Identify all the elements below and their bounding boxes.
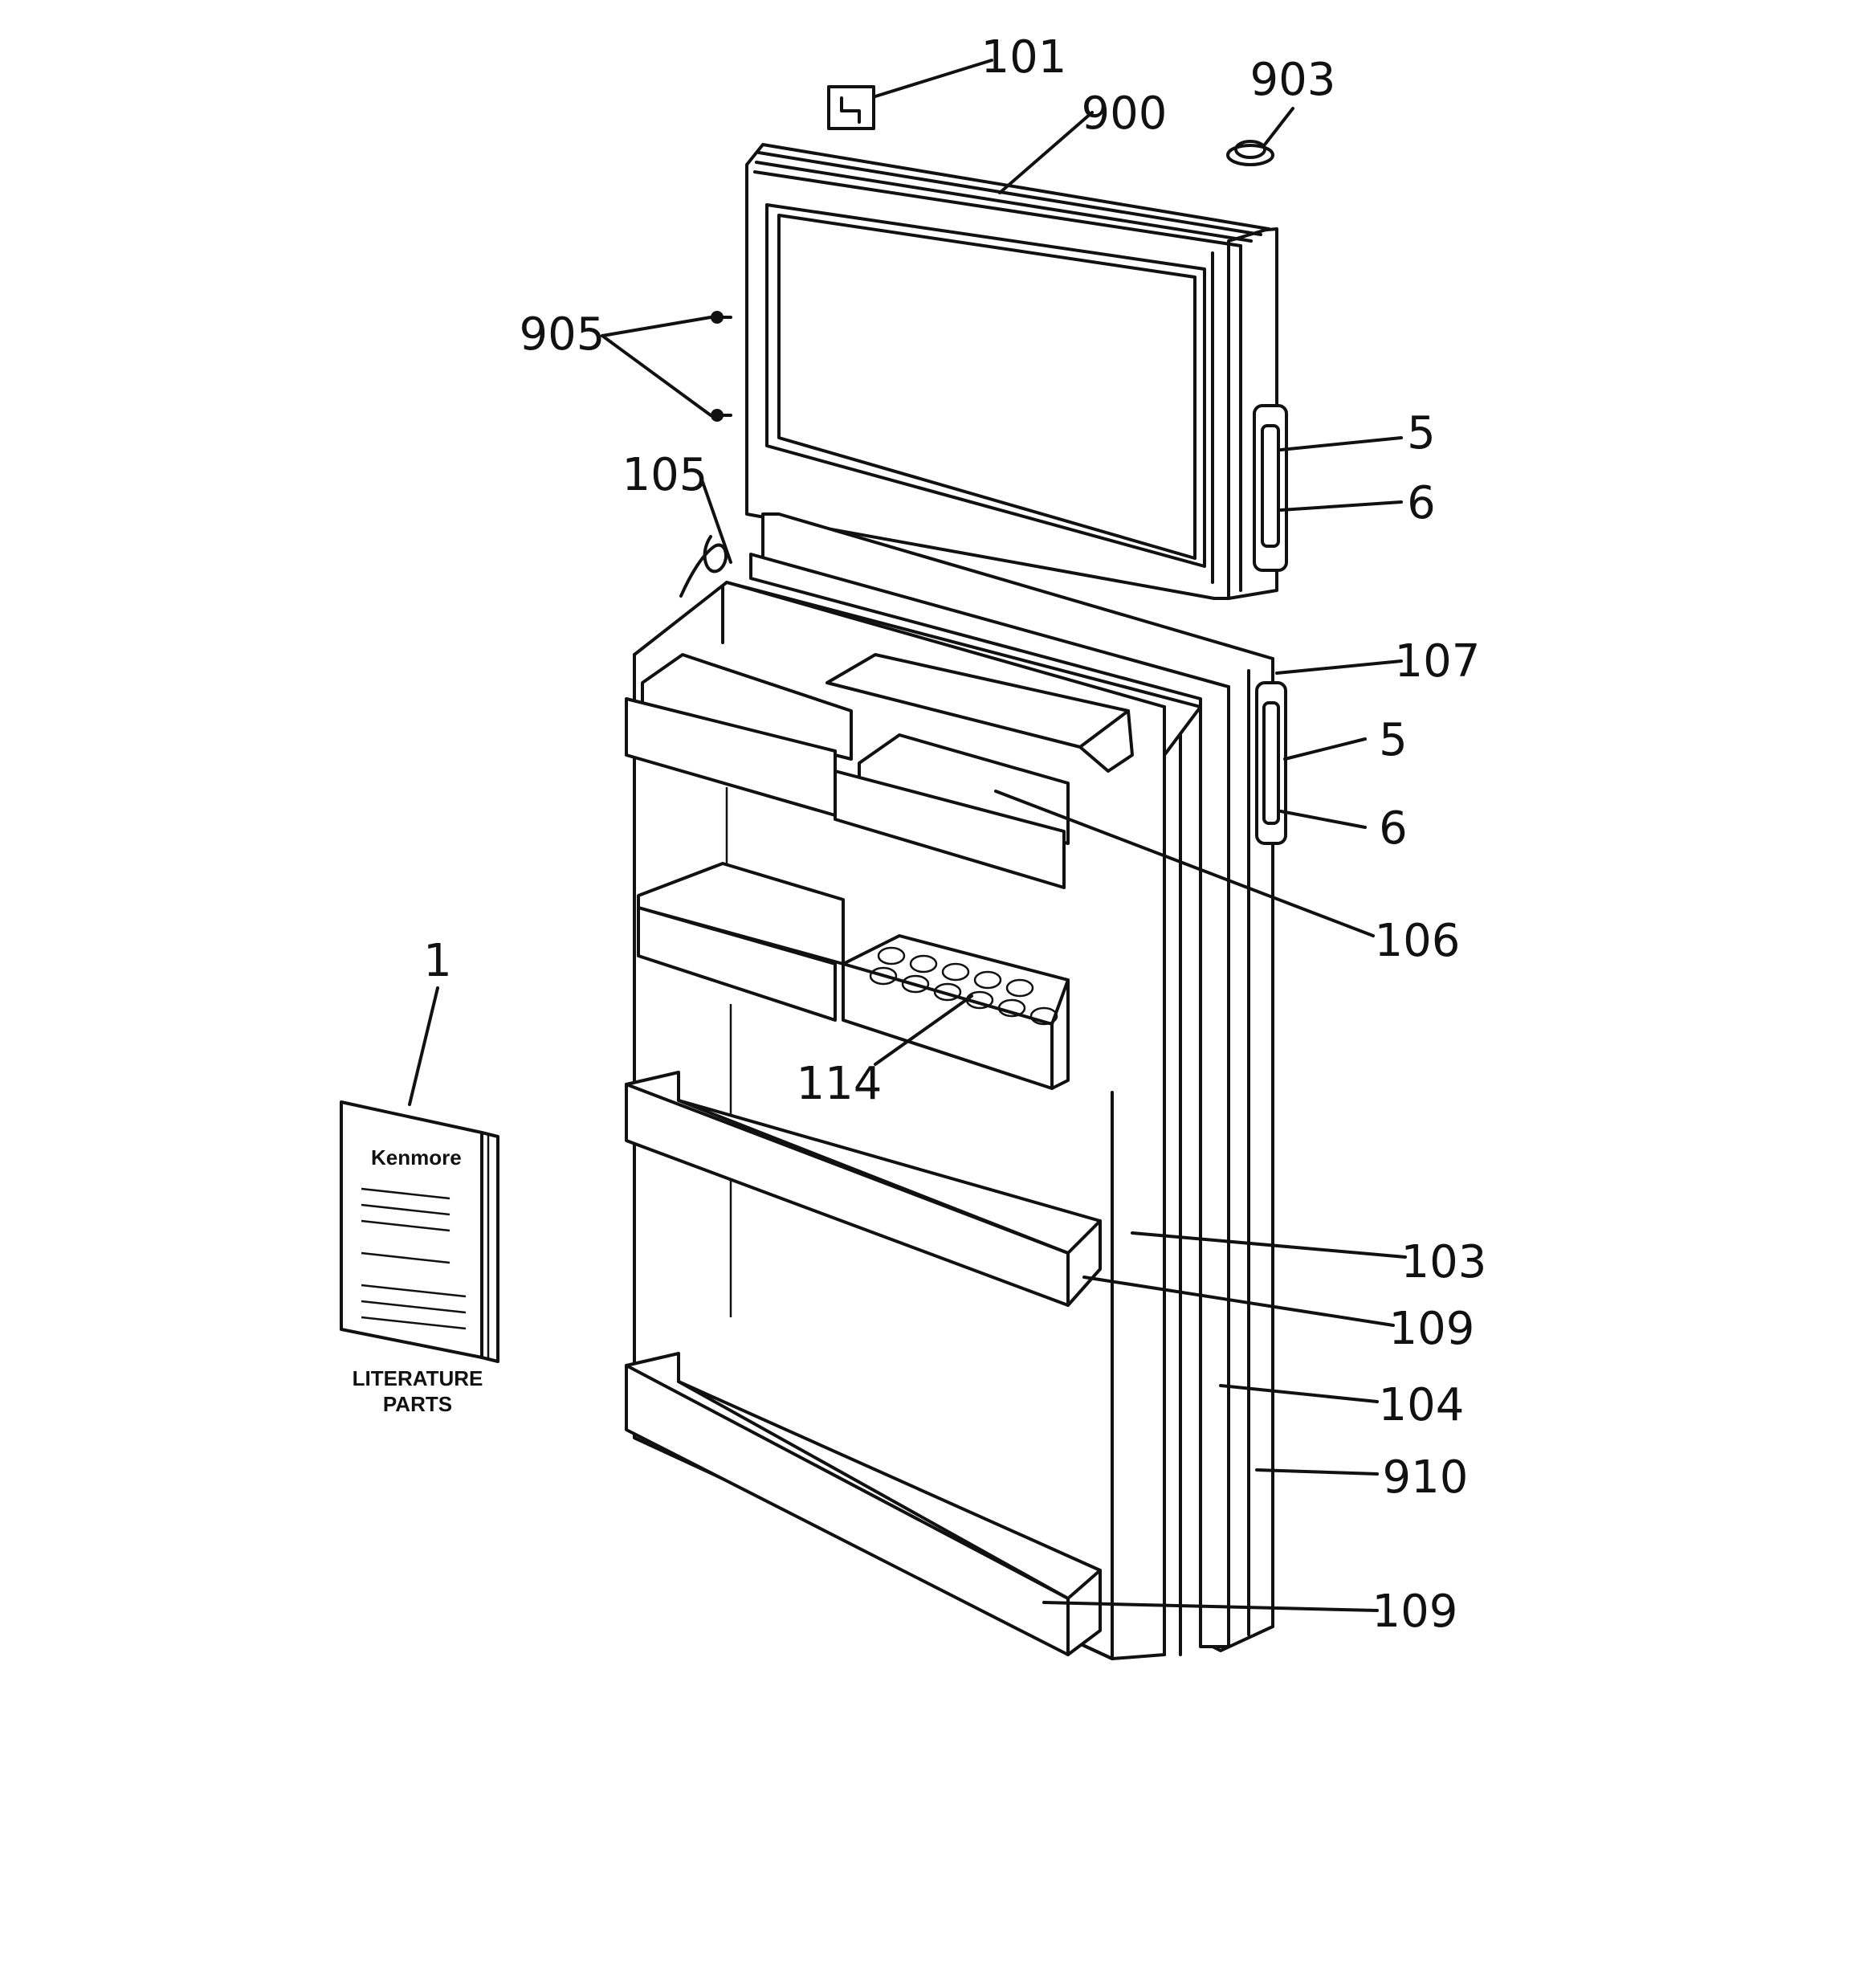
literature-caption-line-1: LITERATURE xyxy=(353,1366,483,1390)
callout-903: 903 xyxy=(1250,54,1336,106)
egg-cups xyxy=(869,946,1058,1026)
leader-lines xyxy=(408,59,1407,1612)
plug-903-icon xyxy=(1226,140,1274,166)
callout-6-lower: 6 xyxy=(1379,802,1408,855)
callout-5-lower: 5 xyxy=(1379,714,1408,766)
literature-booklet: Kenmore LITERATURE PARTS xyxy=(340,1100,499,1416)
callout-900: 900 xyxy=(1082,88,1168,140)
literature-caption-line-2: PARTS xyxy=(383,1392,452,1416)
callout-1: 1 xyxy=(423,935,452,987)
screw-icon xyxy=(711,311,732,422)
callout-106: 106 xyxy=(1375,915,1461,967)
callout-905: 905 xyxy=(520,308,605,361)
callout-5-upper: 5 xyxy=(1407,407,1436,459)
callout-104: 104 xyxy=(1379,1379,1465,1431)
callout-109-middle: 109 xyxy=(1389,1303,1475,1355)
booklet-brand: Kenmore xyxy=(371,1145,462,1170)
callout-107: 107 xyxy=(1395,635,1481,688)
callout-114: 114 xyxy=(797,1058,883,1110)
callout-910: 910 xyxy=(1383,1451,1469,1504)
callout-103: 103 xyxy=(1401,1236,1487,1288)
part-101-icon xyxy=(827,85,875,130)
callout-105: 105 xyxy=(622,449,708,501)
callout-109-bottom: 109 xyxy=(1372,1586,1458,1638)
fresh-food-door xyxy=(625,512,1287,1660)
callouts: 101 900 903 905 105 5 6 107 5 6 106 1 11… xyxy=(423,31,1486,1638)
callout-6-upper: 6 xyxy=(1407,477,1436,529)
callout-101: 101 xyxy=(981,31,1067,84)
